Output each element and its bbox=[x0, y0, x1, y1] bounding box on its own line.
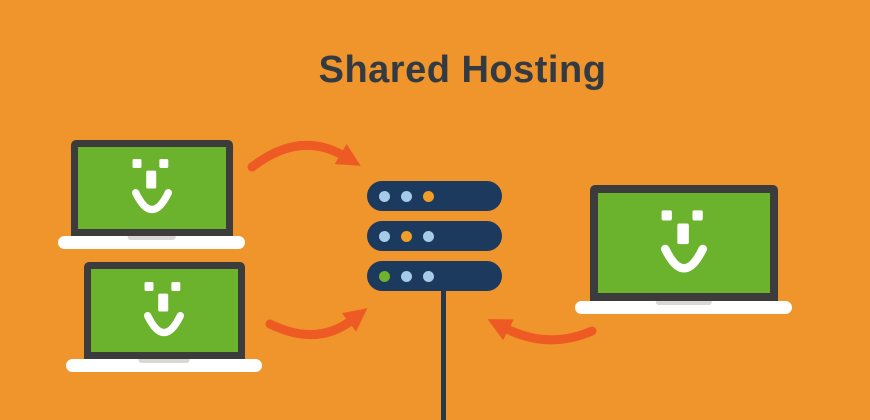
blue-indicator-dot bbox=[401, 270, 412, 282]
smiley-face-icon bbox=[661, 210, 707, 277]
laptop-base bbox=[575, 301, 792, 314]
laptop-hinge-notch bbox=[127, 236, 176, 240]
blue-indicator-dot bbox=[423, 270, 434, 282]
blue-indicator-dot bbox=[401, 190, 412, 202]
green-indicator-dot bbox=[379, 270, 390, 282]
laptop-screen bbox=[589, 185, 778, 301]
laptop-hinge-notch bbox=[655, 301, 712, 305]
smiley-face-icon bbox=[132, 159, 172, 217]
server-stack bbox=[367, 181, 502, 301]
laptop-hinge-notch bbox=[138, 359, 190, 363]
blue-indicator-dot bbox=[379, 190, 390, 202]
blue-indicator-dot bbox=[423, 230, 434, 242]
arrow-right-to-server-icon bbox=[487, 319, 597, 345]
laptop-client-top-left bbox=[58, 140, 245, 249]
blue-indicator-dot bbox=[379, 230, 390, 242]
laptop-client-bottom-left bbox=[66, 262, 262, 372]
laptop-client-right bbox=[575, 185, 792, 314]
laptop-screen bbox=[70, 140, 233, 236]
server-unit-1 bbox=[367, 181, 502, 211]
server-cable bbox=[441, 285, 446, 420]
orange-indicator-dot bbox=[423, 190, 434, 202]
page-title: Shared Hosting bbox=[318, 49, 607, 91]
laptop-screen bbox=[83, 262, 245, 359]
smiley-face-icon bbox=[144, 282, 184, 340]
laptop-base bbox=[58, 236, 245, 249]
server-unit-3 bbox=[367, 261, 502, 291]
arrow-topleft-to-server-icon bbox=[247, 140, 361, 172]
laptop-base bbox=[66, 359, 262, 372]
orange-indicator-dot bbox=[401, 230, 412, 242]
arrow-bottomleft-to-server-icon bbox=[265, 308, 368, 339]
server-unit-2 bbox=[367, 221, 502, 251]
